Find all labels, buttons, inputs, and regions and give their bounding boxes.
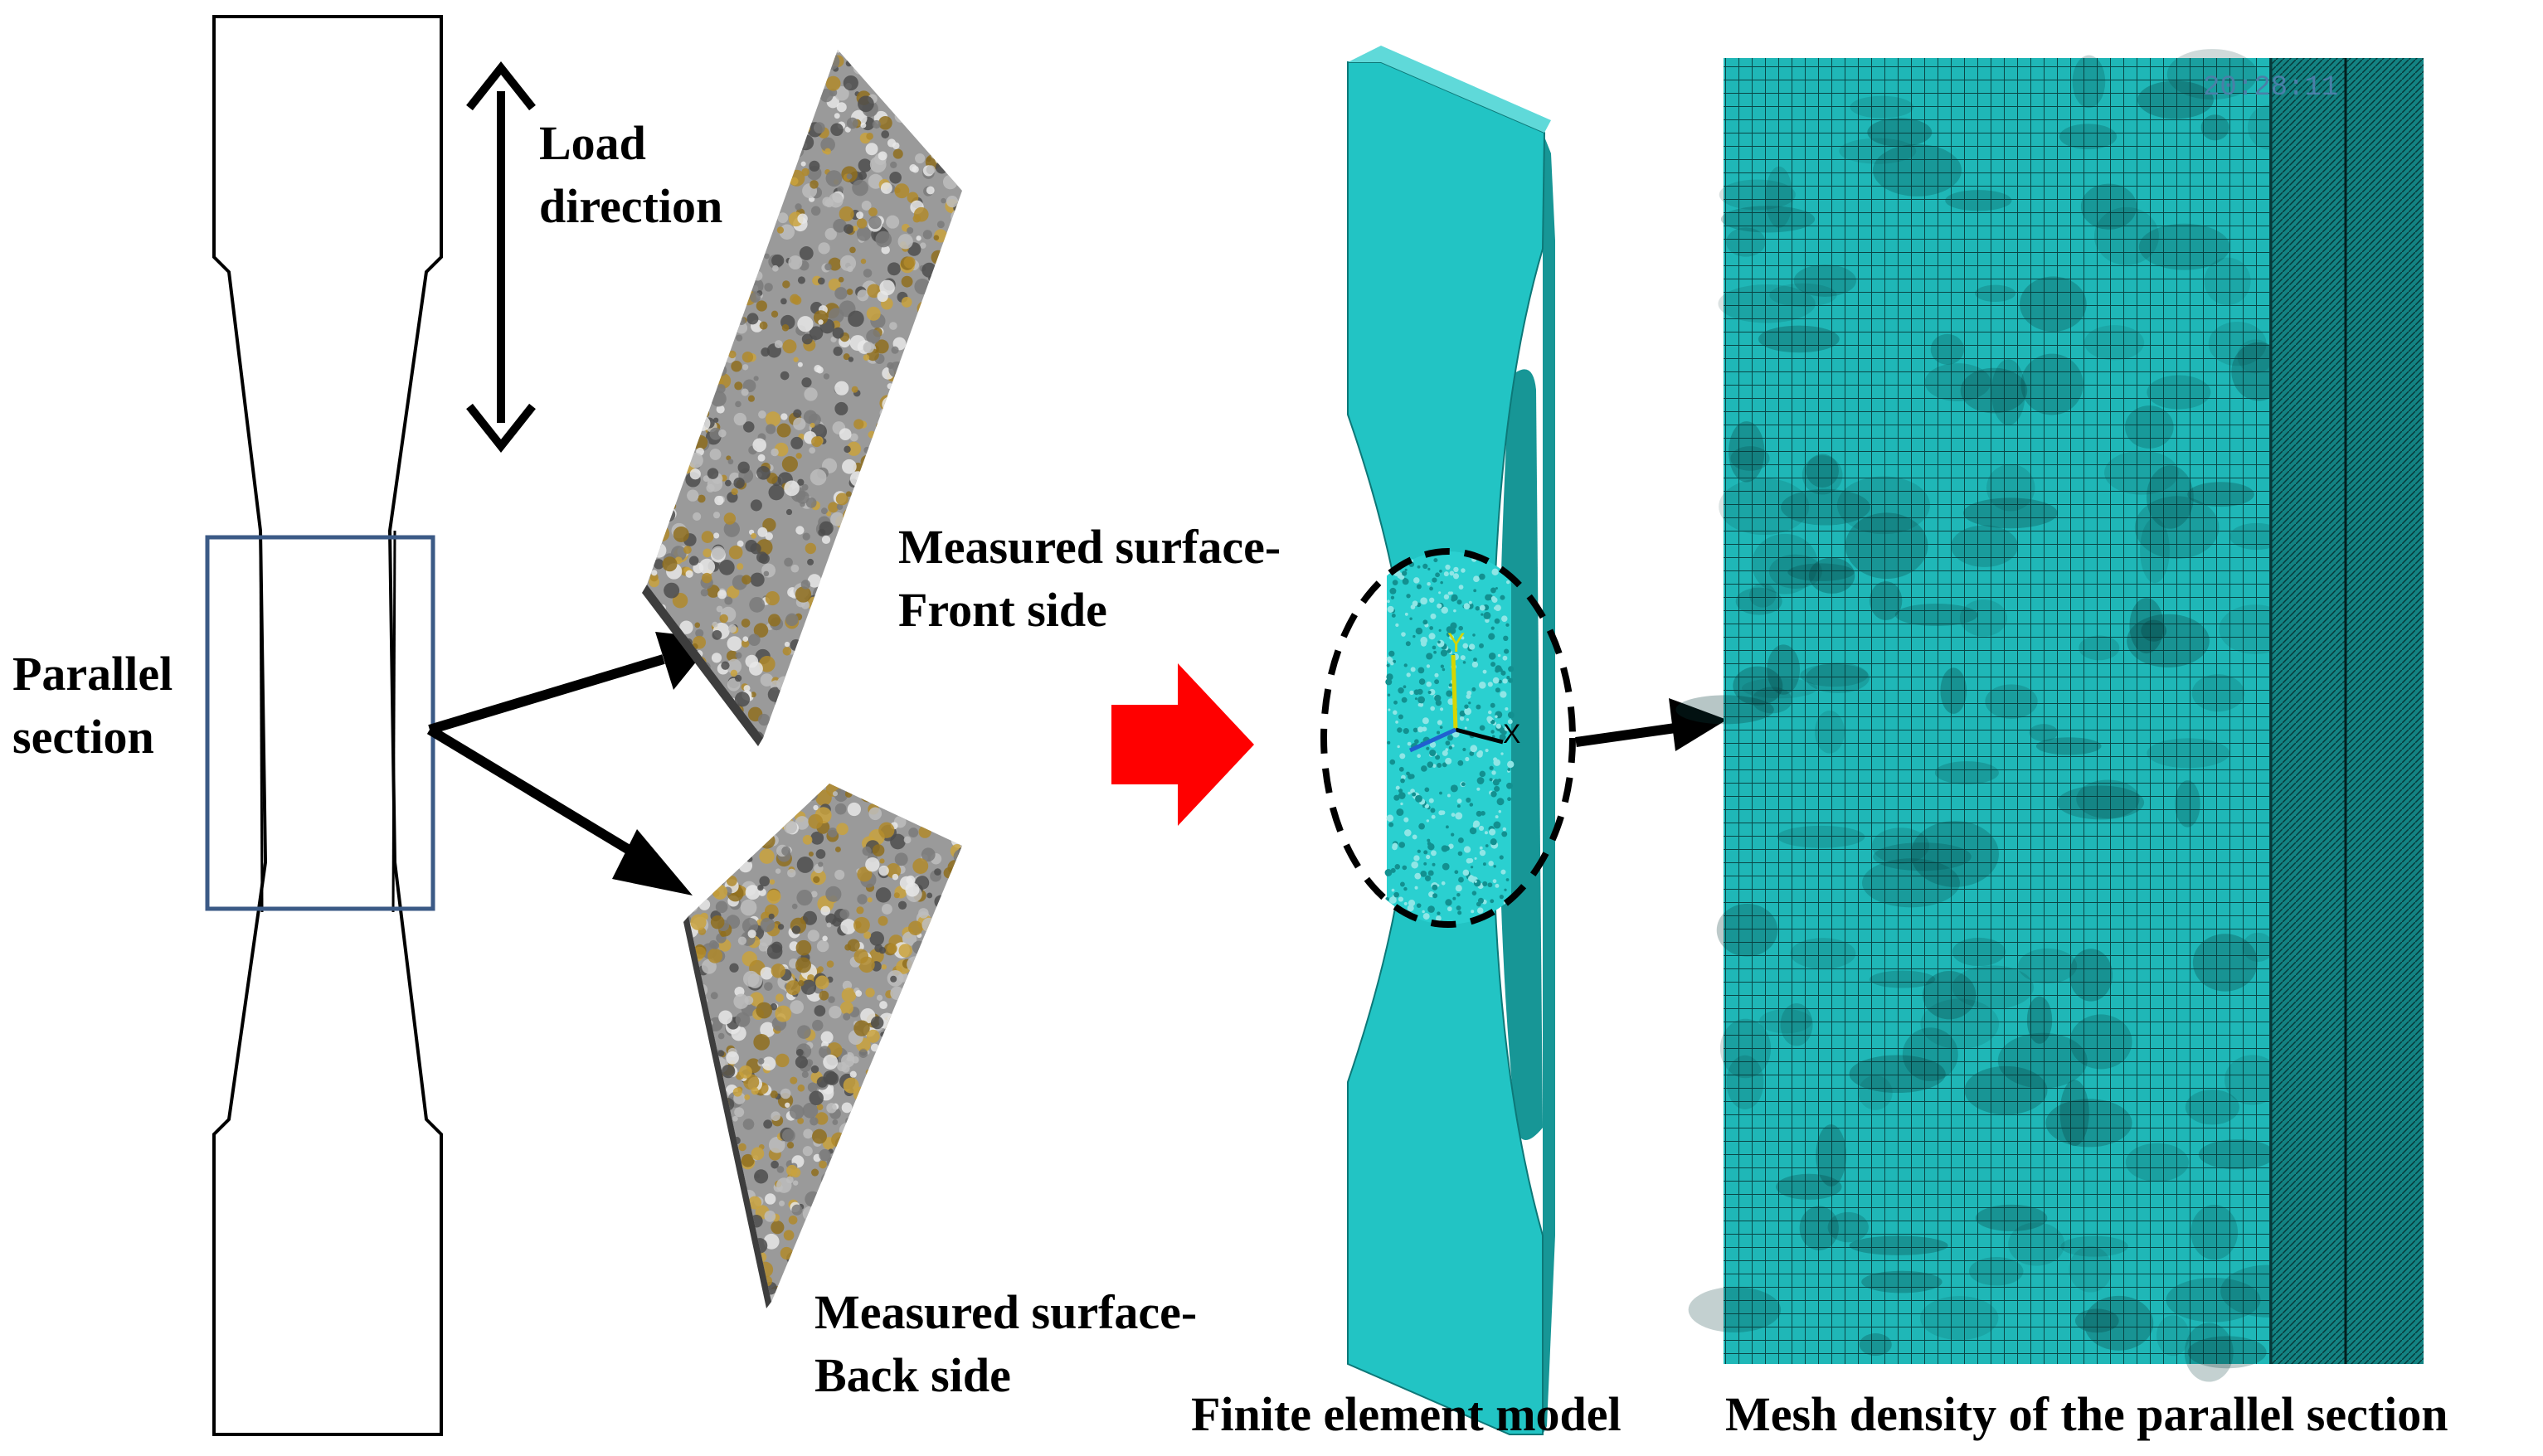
front-surface-line-1: Measured surface-: [898, 520, 1281, 574]
model-focus-ellipse: [1320, 548, 1576, 928]
fe-model: [1320, 46, 1576, 1435]
mesh-corner-text: 20:28:11: [2203, 72, 2339, 104]
front-surface-arrow: [428, 632, 715, 735]
mesh-detail-panel: [1675, 49, 2424, 1382]
back-surface-line-1: Measured surface-: [814, 1285, 1198, 1339]
y-axis-label: Y: [1447, 628, 1466, 658]
x-axis-line: [1455, 727, 1504, 745]
parallel-section-box: [205, 535, 435, 911]
z-axis-line: [1408, 727, 1457, 753]
back-surface-arrow: [426, 725, 693, 895]
load-direction-label: Load direction: [539, 112, 722, 238]
parallel-section-line-1: Parallel: [12, 647, 173, 701]
mesh-density-caption: Mesh density of the parallel section: [1725, 1387, 2448, 1441]
load-direction-arrow: [466, 61, 536, 454]
back-measured-surface: [683, 784, 962, 1308]
front-surface-line-2: Front side: [898, 583, 1107, 637]
mesh-detail-arrow: [1575, 698, 1727, 751]
specimen-inner-line-left: [259, 530, 264, 913]
specimen-inner-line-right: [391, 530, 396, 913]
process-arrow: [1111, 663, 1254, 826]
fe-model-caption: Finite element model: [1191, 1387, 1622, 1441]
back-surface-line-2: Back side: [814, 1348, 1011, 1402]
parallel-section-line-2: section: [12, 710, 154, 764]
load-direction-line-1: Load: [539, 116, 646, 170]
load-direction-line-2: direction: [539, 179, 723, 233]
specimen-outline: [212, 15, 443, 1436]
front-surface-label: Measured surface- Front side: [898, 516, 1281, 642]
parallel-section-label: Parallel section: [12, 643, 173, 769]
x-axis-label: X: [1503, 719, 1521, 749]
y-axis-line: [1451, 654, 1458, 730]
back-surface-label: Measured surface- Back side: [814, 1281, 1197, 1407]
